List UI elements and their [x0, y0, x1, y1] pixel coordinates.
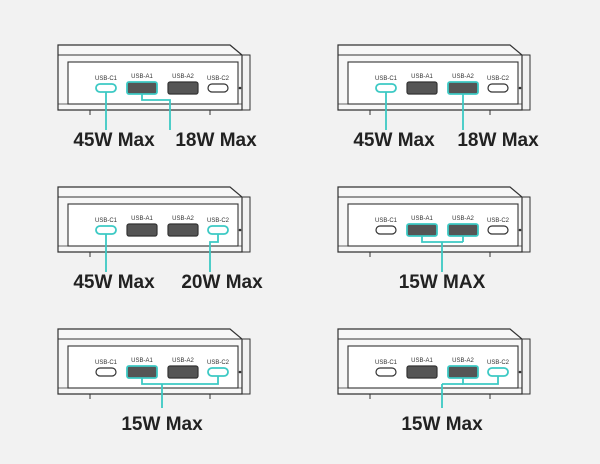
usb-a2-port [447, 365, 479, 379]
config-panel-2: USB-C1 USB-A1 USB-A2 USB-C2 45W Max 18W … [330, 40, 580, 180]
usb-c2-port [487, 83, 509, 93]
usb-a2-port [447, 223, 479, 237]
usb-a1-port [126, 81, 158, 95]
usb-c2-label: USB-C2 [206, 360, 230, 366]
usb-c1-label: USB-C1 [374, 360, 398, 366]
output-label-2: 18W Max [457, 130, 539, 151]
usb-a1-label: USB-A1 [411, 358, 433, 364]
usb-a2-label: USB-A2 [172, 358, 194, 364]
usb-c1-port [95, 83, 117, 93]
usb-a2-label: USB-A2 [452, 216, 474, 222]
usb-c2-label: USB-C2 [486, 218, 510, 224]
power-bank-illustration [337, 186, 531, 272]
usb-a1-port [406, 223, 438, 237]
usb-c2-port [207, 367, 229, 377]
usb-a1-port [406, 81, 438, 95]
output-label-1: 15W Max [121, 414, 203, 435]
output-label-1: 45W Max [353, 130, 435, 151]
usb-a2-port [167, 365, 199, 379]
usb-c2-port [487, 367, 509, 377]
usb-a1-label: USB-A1 [411, 74, 433, 80]
output-label-1: 15W MAX [398, 272, 486, 293]
usb-a1-label: USB-A1 [131, 358, 153, 364]
usb-a1-port [406, 365, 438, 379]
usb-a2-port [167, 81, 199, 95]
usb-a2-port [447, 81, 479, 95]
power-bank-illustration [337, 328, 531, 408]
output-label-2: 20W Max [181, 272, 263, 293]
power-bank-illustration [57, 44, 251, 130]
usb-c1-label: USB-C1 [374, 218, 398, 224]
usb-c2-label: USB-C2 [486, 360, 510, 366]
usb-c2-port [207, 83, 229, 93]
usb-c2-label: USB-C2 [206, 76, 230, 82]
usb-a2-label: USB-A2 [452, 358, 474, 364]
output-label-1: 15W Max [401, 414, 483, 435]
usb-c2-port [207, 225, 229, 235]
usb-c2-port [487, 225, 509, 235]
output-label-1: 45W Max [73, 272, 155, 293]
usb-c1-port [375, 83, 397, 93]
usb-c1-port [375, 367, 397, 377]
usb-a2-port [167, 223, 199, 237]
usb-c1-port [95, 367, 117, 377]
usb-c2-label: USB-C2 [206, 218, 230, 224]
usb-c1-label: USB-C1 [374, 76, 398, 82]
config-panel-5: USB-C1 USB-A1 USB-A2 USB-C2 15W Max [50, 324, 300, 464]
output-label-2: 18W Max [175, 130, 257, 151]
usb-c2-label: USB-C2 [486, 76, 510, 82]
config-panel-4: USB-C1 USB-A1 USB-A2 USB-C2 15W MAX [330, 182, 580, 322]
usb-a1-label: USB-A1 [411, 216, 433, 222]
usb-a1-label: USB-A1 [131, 216, 153, 222]
usb-a2-label: USB-A2 [452, 74, 474, 80]
config-panel-1: USB-C1 USB-A1 USB-A2 USB-C2 45W Max 18W … [50, 40, 300, 180]
usb-c1-port [95, 225, 117, 235]
power-bank-illustration [57, 328, 251, 408]
power-bank-illustration [337, 44, 531, 130]
usb-c1-label: USB-C1 [94, 76, 118, 82]
usb-c1-label: USB-C1 [94, 360, 118, 366]
usb-a1-port [126, 223, 158, 237]
config-panel-6: USB-C1 USB-A1 USB-A2 USB-C2 15W Max [330, 324, 580, 464]
usb-a2-label: USB-A2 [172, 216, 194, 222]
usb-c1-label: USB-C1 [94, 218, 118, 224]
usb-c1-port [375, 225, 397, 235]
output-label-1: 45W Max [73, 130, 155, 151]
power-bank-illustration [57, 186, 251, 272]
usb-a2-label: USB-A2 [172, 74, 194, 80]
usb-a1-label: USB-A1 [131, 74, 153, 80]
usb-a1-port [126, 365, 158, 379]
config-panel-3: USB-C1 USB-A1 USB-A2 USB-C2 45W Max 20W … [50, 182, 300, 322]
